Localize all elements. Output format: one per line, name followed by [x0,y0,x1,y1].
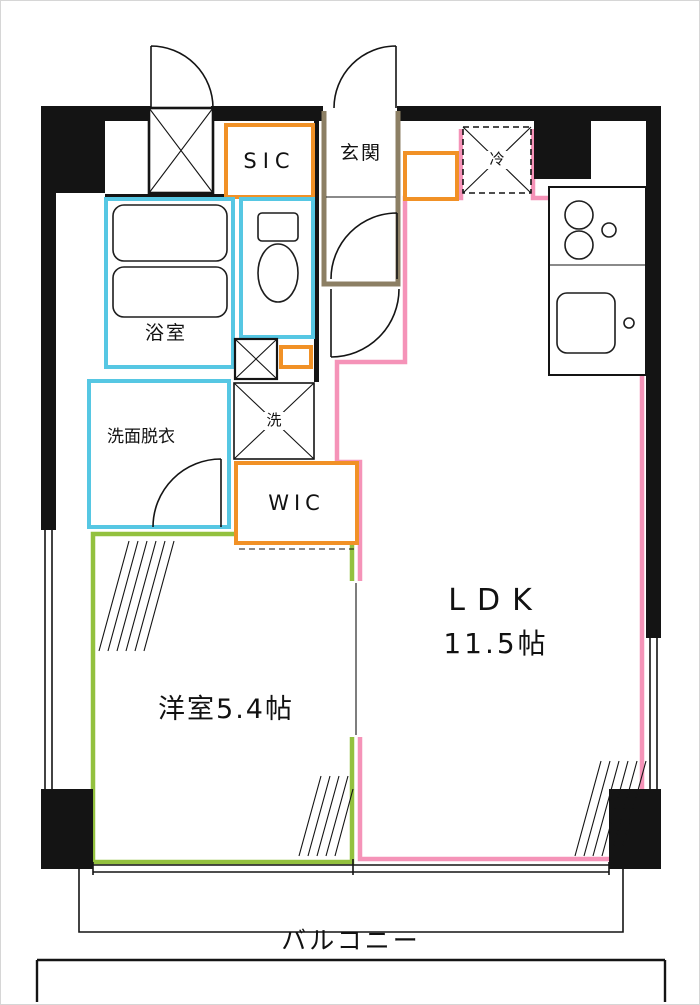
corner-block-bottom-left [41,789,93,869]
stove-burner-icon [564,230,594,260]
refrigerator-text: 冷 [487,150,507,169]
kitchen-faucet-icon [623,317,635,329]
wic-outline [234,461,359,545]
ldk-label: LDK 11.5帖 [371,579,621,665]
balcony-railing [35,958,667,1002]
exterior-walls [41,106,661,869]
entrance-outline [321,111,401,287]
sic-outline [224,123,315,199]
western-room-label: 洋室5.4帖 [96,693,356,727]
entrance-inner-door-swing [330,212,398,280]
hatch-ldk-bottom-right [574,760,647,857]
kitchen-sink [556,292,616,354]
toilet-fixture [257,212,299,303]
entrance-area [321,111,401,287]
kitchen-counter [548,186,647,376]
wic-text: WIC [268,490,325,515]
pipe-space-cross [234,338,278,380]
toilet-bowl [257,243,299,303]
washroom-outline [87,379,231,529]
meter-box [147,106,215,195]
sic-label: SIC [226,125,313,197]
washroom-label: 洗面脱衣 [81,425,201,451]
toilet-tank [257,212,299,242]
washroom-text: 洗面脱衣 [107,427,175,448]
hatch-western-bottom-right [298,775,354,857]
left-wall [41,106,56,530]
balcony-outline [35,869,667,1002]
sic-text: SIC [243,148,296,173]
interior-wall [105,194,317,198]
window-right-wall [649,638,658,789]
window-balcony-side [92,859,610,875]
pipe-space [233,337,279,381]
shoe-cabinet-outline [403,151,459,201]
meter-door-swing [150,45,214,109]
stove-burner-icon [564,200,594,230]
corner-block-top-right [534,106,591,179]
wic-label: WIC [236,463,357,543]
laundry-text: 洗 [264,411,284,430]
front-door-swing [333,45,397,109]
bathroom-label: 浴室 [106,321,226,347]
top-wall-segment [397,106,534,121]
hall-door-swing [330,288,400,358]
balcony-text: バルコニー [281,925,421,955]
bath-washing-area [112,266,228,318]
entrance-text: 玄関 [339,142,382,165]
hatch-western-top-left [98,540,175,652]
window-left-wall [44,530,53,790]
top-wall-segment [589,106,661,121]
entrance-label: 玄関 [321,139,401,169]
laundry-label: 洗 [234,408,314,434]
interior-wall [314,111,319,382]
meter-box-cross [148,107,214,194]
western-room-text: 洋室5.4帖 [158,694,294,726]
stove-burner-small-icon [601,222,617,238]
washroom-door-swing [152,458,222,528]
ldk-size-text: 11.5帖 [443,626,549,660]
ldk-name-text: LDK [448,583,544,619]
windows [44,530,658,875]
bathtub-outline [112,204,228,262]
bathroom-text: 浴室 [142,322,189,345]
right-wall [646,106,661,638]
balcony-floor-edge [78,869,624,933]
doors [150,45,400,528]
balcony-label: バルコニー [241,925,461,957]
top-wall-segment [211,106,323,121]
hatch-marks [98,540,647,857]
refrigerator-label: 冷 [463,147,531,173]
storage-small-toilet [279,345,313,369]
bathtub [112,204,228,318]
